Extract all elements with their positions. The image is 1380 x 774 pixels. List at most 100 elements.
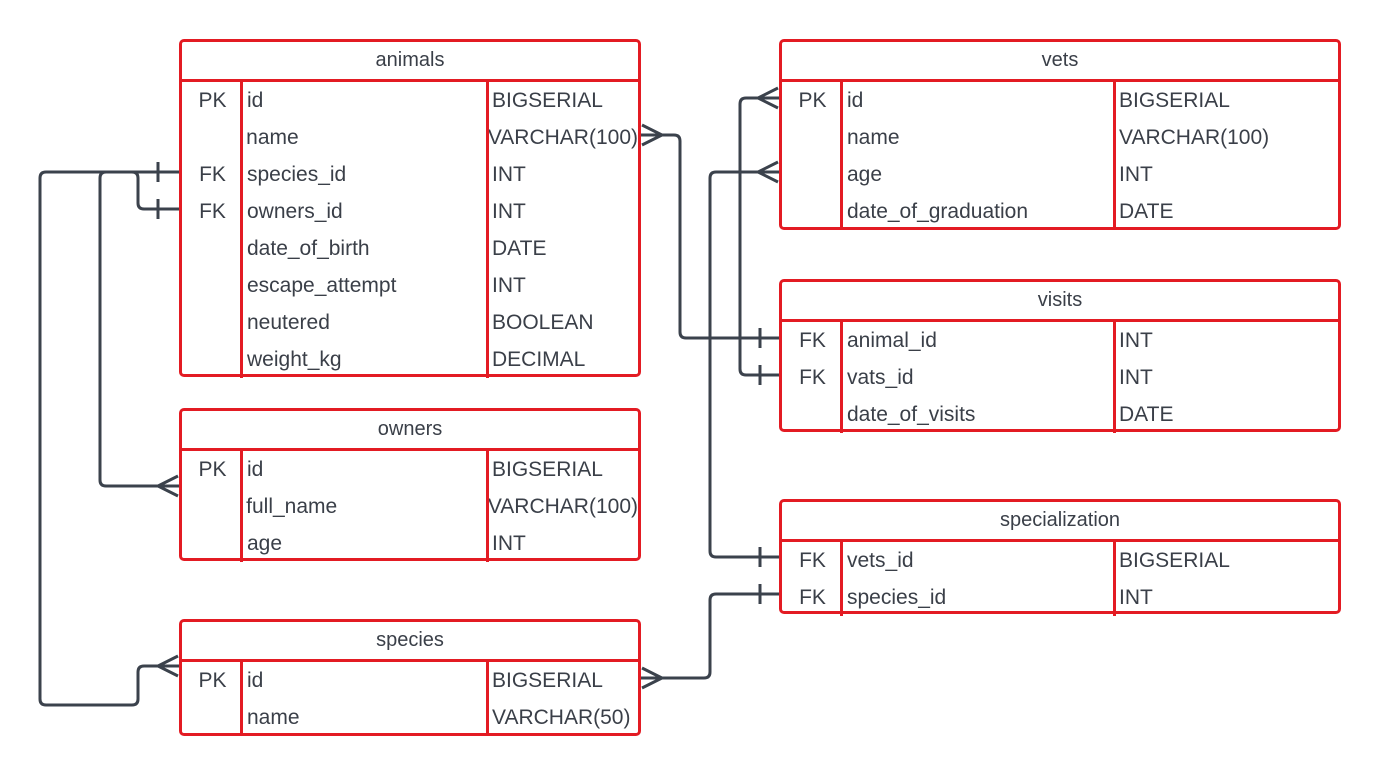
field-type: INT bbox=[492, 162, 526, 186]
column-divider bbox=[240, 82, 243, 378]
field-type: BIGSERIAL bbox=[1119, 88, 1230, 112]
field-row: FK owners_id INT bbox=[182, 193, 638, 230]
field-name: name bbox=[246, 125, 299, 149]
field-row: neutered BOOLEAN bbox=[182, 304, 638, 341]
table-title: vets bbox=[782, 42, 1338, 82]
field-name: animal_id bbox=[847, 328, 937, 352]
field-key: PK bbox=[798, 88, 827, 112]
table-fields: PK id BIGSERIAL name VARCHAR(50) bbox=[182, 662, 638, 736]
field-name: full_name bbox=[246, 494, 338, 518]
relationship-line bbox=[38, 170, 180, 707]
field-type: INT bbox=[1119, 585, 1153, 609]
field-type: INT bbox=[1119, 162, 1153, 186]
field-name: id bbox=[847, 88, 864, 112]
crow-foot-marker bbox=[641, 123, 666, 147]
field-type: VARCHAR(100) bbox=[487, 125, 638, 149]
field-name: date_of_visits bbox=[847, 402, 976, 426]
field-key: FK bbox=[799, 365, 826, 389]
column-divider bbox=[840, 542, 843, 616]
crow-foot-marker bbox=[154, 474, 179, 498]
field-row: age INT bbox=[782, 156, 1338, 193]
field-name: id bbox=[247, 457, 264, 481]
field-type: DATE bbox=[492, 236, 547, 260]
table-title: owners bbox=[182, 411, 638, 451]
relationship-line bbox=[708, 170, 779, 559]
column-divider bbox=[486, 82, 489, 378]
field-name: weight_kg bbox=[247, 347, 342, 371]
column-divider bbox=[240, 451, 243, 562]
field-type: DECIMAL bbox=[492, 347, 586, 371]
column-divider bbox=[1113, 82, 1116, 230]
field-name: species_id bbox=[847, 585, 947, 609]
field-name: escape_attempt bbox=[247, 273, 397, 297]
crow-foot-marker bbox=[754, 86, 779, 110]
relationship-line bbox=[98, 170, 180, 488]
field-key: FK bbox=[799, 585, 826, 609]
field-row: name VARCHAR(50) bbox=[182, 699, 638, 736]
field-row: name VARCHAR(100) bbox=[182, 119, 638, 156]
crow-foot-marker bbox=[754, 160, 779, 184]
relationship-line bbox=[640, 592, 779, 680]
field-type: BIGSERIAL bbox=[1119, 548, 1230, 572]
field-key: FK bbox=[199, 199, 226, 223]
field-key: PK bbox=[198, 668, 227, 692]
field-row: weight_kg DECIMAL bbox=[182, 341, 638, 378]
field-name: date_of_birth bbox=[247, 236, 370, 260]
field-type: INT bbox=[1119, 365, 1153, 389]
field-type: BIGSERIAL bbox=[492, 88, 603, 112]
column-divider bbox=[1113, 542, 1116, 616]
field-name: date_of_graduation bbox=[847, 199, 1028, 223]
field-type: VARCHAR(50) bbox=[492, 705, 631, 729]
column-divider bbox=[486, 451, 489, 562]
field-name: age bbox=[847, 162, 883, 186]
column-divider bbox=[840, 82, 843, 230]
field-name: vets_id bbox=[847, 548, 914, 572]
field-row: PK id BIGSERIAL bbox=[182, 662, 638, 699]
column-divider bbox=[840, 322, 843, 433]
field-row: PK id BIGSERIAL bbox=[782, 82, 1338, 119]
field-name: id bbox=[247, 668, 264, 692]
crow-foot-marker bbox=[154, 654, 179, 678]
field-name: neutered bbox=[247, 310, 330, 334]
column-divider bbox=[1113, 322, 1116, 433]
field-type: INT bbox=[492, 531, 526, 555]
column-divider bbox=[486, 662, 489, 736]
field-key: FK bbox=[799, 548, 826, 572]
field-type: VARCHAR(100) bbox=[1119, 125, 1270, 149]
field-type: DATE bbox=[1119, 402, 1174, 426]
field-name: name bbox=[247, 705, 300, 729]
table-title: animals bbox=[182, 42, 638, 82]
field-type: BIGSERIAL bbox=[492, 668, 603, 692]
table-fields: FK vets_id BIGSERIAL FK species_id INT bbox=[782, 542, 1338, 616]
field-type: BIGSERIAL bbox=[492, 457, 603, 481]
field-row: FK species_id INT bbox=[782, 579, 1338, 616]
table-title: species bbox=[182, 622, 638, 662]
field-name: species_id bbox=[247, 162, 347, 186]
field-key: PK bbox=[198, 457, 227, 481]
field-row: date_of_birth DATE bbox=[182, 230, 638, 267]
field-key: FK bbox=[799, 328, 826, 352]
field-name: owners_id bbox=[247, 199, 343, 223]
field-row: PK id BIGSERIAL bbox=[182, 451, 638, 488]
field-key: PK bbox=[198, 88, 227, 112]
field-type: INT bbox=[492, 199, 526, 223]
field-type: BOOLEAN bbox=[492, 310, 594, 334]
field-type: INT bbox=[1119, 328, 1153, 352]
column-divider bbox=[240, 662, 243, 736]
